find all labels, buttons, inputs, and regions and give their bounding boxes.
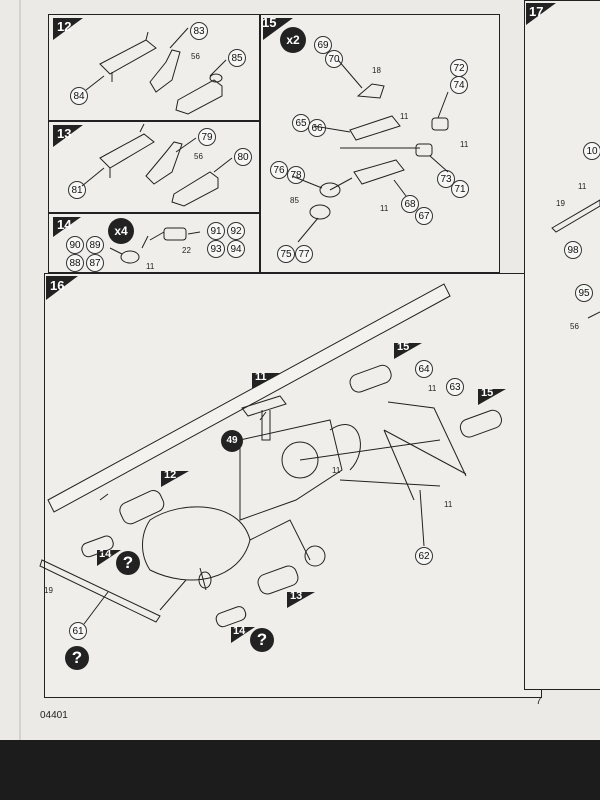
ref-step-14-number: 14	[233, 625, 246, 637]
step-12-tag	[53, 18, 83, 40]
part-88: 88	[66, 254, 84, 272]
help-icon: ?	[116, 551, 140, 575]
part-83: 83	[190, 22, 208, 40]
multiplier-x4: x4	[108, 218, 134, 244]
step-16-tag	[46, 276, 78, 300]
step-14-tag	[53, 217, 81, 237]
step-17-number: 17	[529, 4, 544, 19]
part-56-label: 56	[194, 152, 203, 161]
part-92: 92	[227, 222, 245, 240]
part-11-label: 11	[400, 112, 409, 121]
part-19-label: 19	[44, 586, 53, 595]
step-12-number: 12	[57, 19, 72, 34]
part-71: 71	[451, 180, 469, 198]
page-number: 7	[536, 696, 542, 707]
help-icon: ?	[250, 628, 274, 652]
step-12-drawing	[85, 27, 227, 115]
kit-code: 04401	[40, 710, 68, 721]
multiplier-x2: x2	[280, 27, 306, 53]
part-63: 63	[446, 378, 464, 396]
part-85-label: 85	[290, 196, 299, 205]
part-85: 85	[228, 49, 246, 67]
step-15-drawing	[291, 59, 449, 243]
ref-step-12-number: 12	[164, 469, 177, 481]
part-10: 10	[583, 142, 600, 160]
step-13-tag	[53, 125, 83, 147]
part-68: 68	[401, 195, 419, 213]
part-70: 70	[325, 50, 343, 68]
help-icon: ?	[65, 646, 89, 670]
part-84: 84	[70, 87, 88, 105]
ref-step-14-number: 14	[99, 548, 112, 560]
ref-step-11-number: 11	[255, 371, 267, 383]
step-15-panel	[260, 14, 500, 273]
part-77: 77	[295, 245, 313, 263]
part-64: 64	[415, 360, 433, 378]
part-11-label: 11	[146, 262, 155, 271]
ref-step-14-tag	[97, 550, 121, 566]
ref-step-14-tag	[231, 627, 255, 643]
part-11-label: 11	[578, 182, 587, 191]
step-15-number: 15	[262, 15, 277, 30]
step-13-number: 13	[57, 126, 72, 141]
step-16-panel	[44, 273, 542, 698]
ref-step-15-tag	[478, 389, 506, 405]
background-surface	[0, 740, 600, 800]
step-17-tag	[526, 3, 556, 25]
part-18-label: 18	[372, 66, 381, 75]
part-19-label: 19	[556, 199, 565, 208]
part-79: 79	[198, 128, 216, 146]
step-17-drawing	[551, 199, 600, 319]
part-80: 80	[234, 148, 252, 166]
part-91: 91	[207, 222, 225, 240]
part-67: 67	[415, 207, 433, 225]
part-22-label: 22	[182, 246, 191, 255]
part-69: 69	[314, 36, 332, 54]
step-13-drawing	[81, 123, 233, 207]
ref-step-15-number: 15	[481, 387, 494, 399]
part-90: 90	[66, 236, 84, 254]
part-62: 62	[415, 547, 433, 565]
part-49-badge: 49	[221, 430, 243, 452]
ref-step-13-number: 13	[290, 590, 303, 602]
step-17-panel	[524, 0, 600, 690]
part-56-label: 56	[570, 322, 579, 331]
part-11-label: 11	[444, 500, 453, 509]
step-14-drawing	[109, 227, 201, 264]
ref-step-15-tag	[394, 343, 422, 359]
part-56-label: 56	[191, 52, 200, 61]
part-95: 95	[575, 284, 593, 302]
ref-step-15-number: 15	[397, 341, 410, 353]
step-16-drawing	[39, 283, 502, 628]
part-75: 75	[277, 245, 295, 263]
part-74: 74	[450, 76, 468, 94]
part-89: 89	[86, 236, 104, 254]
part-11-label: 11	[332, 466, 341, 475]
step-16-number: 16	[50, 278, 65, 293]
step-14-number: 14	[57, 217, 72, 232]
ref-step-13-tag	[287, 592, 315, 608]
ref-step-12-tag	[161, 471, 189, 487]
part-81: 81	[68, 181, 86, 199]
part-11-label: 11	[428, 384, 437, 393]
part-94: 94	[227, 240, 245, 258]
part-61: 61	[69, 622, 87, 640]
part-76: 76	[270, 161, 288, 179]
part-93: 93	[207, 240, 225, 258]
part-87: 87	[86, 254, 104, 272]
part-11-label: 11	[460, 140, 469, 149]
part-98: 98	[564, 241, 582, 259]
part-11-label: 11	[380, 204, 389, 213]
